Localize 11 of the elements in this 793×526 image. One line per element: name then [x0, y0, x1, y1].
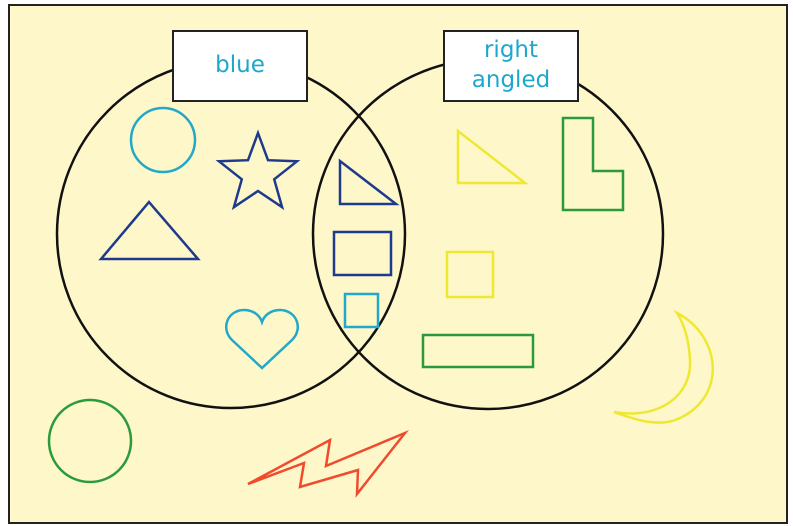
l-shape-outline: [563, 118, 623, 210]
box-outline: [447, 252, 493, 297]
box-outline: [345, 294, 378, 327]
set-label: blue: [172, 30, 308, 102]
box-outline: [334, 232, 391, 275]
box-outline: [423, 335, 533, 367]
set-label: right angled: [443, 30, 579, 102]
heart-outline: [224, 310, 300, 368]
circle-outline: [49, 400, 131, 482]
triangle-outline: [101, 202, 198, 259]
circle-outline: [131, 108, 195, 172]
